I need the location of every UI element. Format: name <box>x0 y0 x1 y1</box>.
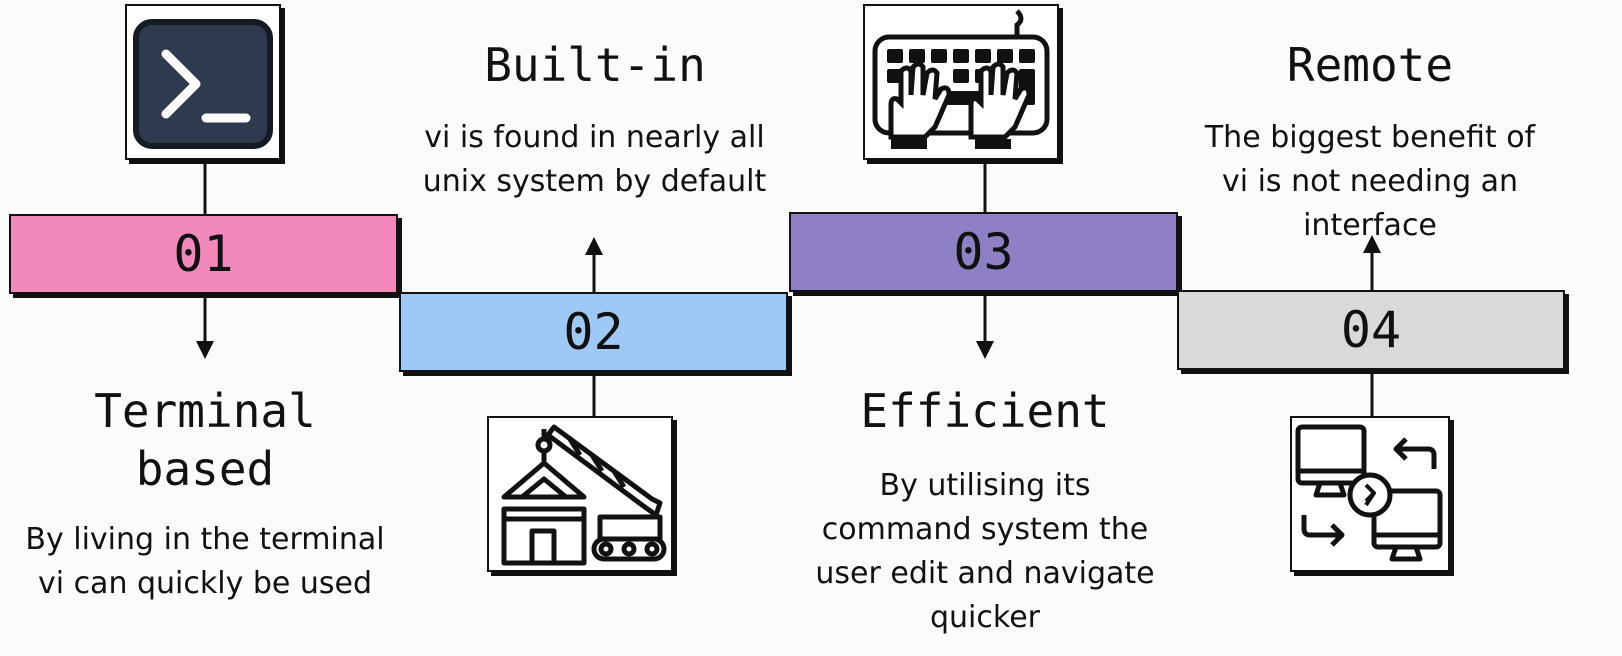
step-02-title: Built-in <box>484 38 706 92</box>
step-04-number: 04 <box>1340 301 1402 359</box>
step-04-band: 04 <box>1177 290 1565 370</box>
step-02-description: vi is found in nearly all unix system by… <box>422 120 767 199</box>
terminal-icon <box>133 19 273 149</box>
step-01-icon-box <box>125 4 281 160</box>
keyboard-hands-icon <box>872 9 1050 149</box>
step-01-description: By living in the terminal vi can quickly… <box>25 522 385 601</box>
step-04-icon-box <box>1290 416 1450 572</box>
step-04-title: Remote <box>1286 38 1454 92</box>
step-02-band: 02 <box>399 292 788 372</box>
step-04-description: The biggest benefit of vi is not needing… <box>1204 120 1536 243</box>
step-02-number: 02 <box>563 303 624 361</box>
step-03-title: Efficient <box>860 384 1110 438</box>
step-03-band: 03 <box>789 212 1178 292</box>
step-03-number: 03 <box>953 223 1014 281</box>
remote-desktop-icon <box>1295 424 1443 562</box>
step-01-title: Terminal based <box>94 384 316 496</box>
step-03-icon-box <box>863 4 1059 160</box>
crane-building-icon <box>501 424 667 566</box>
step-02-icon-box <box>487 416 673 572</box>
step-03-description: By utilising its command system the user… <box>815 468 1155 635</box>
step-01-band: 01 <box>9 214 398 294</box>
step-01-number: 01 <box>173 225 234 283</box>
